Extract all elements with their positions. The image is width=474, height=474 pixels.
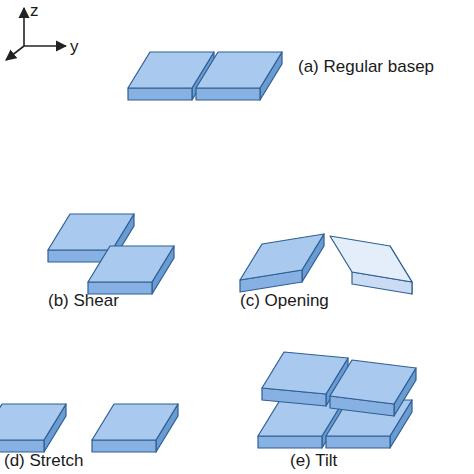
slabs — [0, 52, 416, 452]
panel-caption: (a) Regular basep — [298, 58, 434, 77]
base-slab — [0, 404, 66, 452]
axis-label: z — [30, 2, 39, 21]
base-slab — [92, 404, 178, 452]
panel-caption: (e) Tilt — [290, 452, 337, 471]
panel-caption: (c) Opening — [240, 292, 329, 311]
axis-label: y — [70, 38, 79, 57]
base-slab — [330, 360, 416, 416]
base-slab — [330, 236, 412, 294]
panel-caption: (d) Stretch — [4, 452, 83, 471]
panel-caption: (b) Shear — [48, 292, 119, 311]
base-slab — [240, 234, 324, 292]
base-slab — [196, 52, 282, 100]
base-slab — [88, 246, 174, 294]
